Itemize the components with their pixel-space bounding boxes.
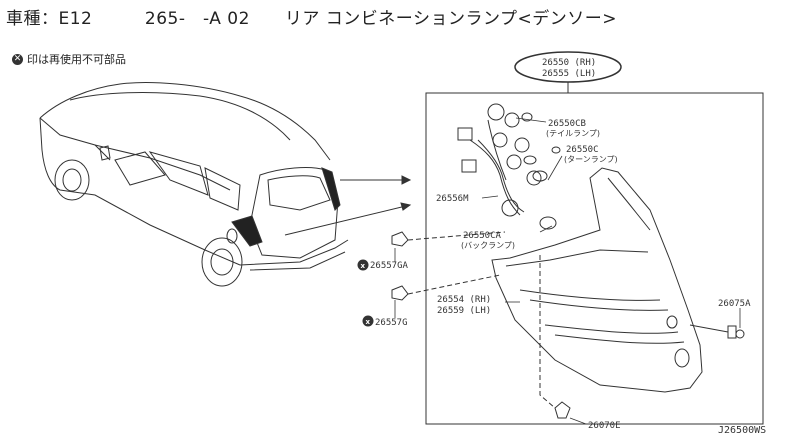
label-harness: 26556M [436, 194, 469, 204]
parts-box [425, 92, 764, 425]
svg-text:x: x [361, 262, 366, 270]
label-tail-bulb-name: (テイルランプ) [546, 129, 600, 138]
label-clip-g: 26557G [375, 318, 408, 328]
clip-illustration [391, 231, 571, 419]
vehicle-label: 車種：E12 [6, 9, 93, 29]
label-screw: 26075A [718, 299, 751, 309]
label-clip-bottom: 26070E [588, 421, 621, 431]
svg-text:x: x [366, 318, 371, 326]
screw-illustration [689, 324, 745, 339]
note-text: 印は再使用不可部品 [27, 53, 126, 66]
part-name: リア コンビネーションランプ<デンソー> [284, 9, 617, 29]
harness-illustration [457, 103, 561, 230]
diagram-header: 車種：E12 265- -A 02 リア コンビネーションランプ<デンソー> [6, 4, 617, 29]
lamp-lens-illustration [491, 167, 703, 393]
car-illustration [39, 82, 412, 287]
label-lens-lh: 26559 (LH) [437, 306, 491, 316]
label-backup-bulb-code: 26550CA [463, 231, 502, 241]
label-tail-bulb-code: 26550CB [548, 119, 586, 129]
label-turn-bulb-name: (ターンランプ) [564, 155, 618, 164]
non-reusable-icon: ✕ [12, 53, 23, 65]
label-backup-bulb-name: (バックランプ) [461, 241, 515, 250]
non-reusable-note: ✕ 印は再使用不可部品 [12, 51, 126, 67]
figure-id: J26500WS [718, 425, 766, 436]
part-code: 265- -A 02 [144, 9, 250, 29]
label-clip-ga: 26557GA [370, 261, 409, 271]
label-turn-bulb-code: 26550C [566, 145, 599, 155]
label-assembly-rh: 26550 (RH) [542, 58, 596, 68]
non-reusable-markers: x x [357, 259, 374, 327]
label-assembly-lh: 26555 (LH) [542, 69, 596, 79]
label-lens-rh: 26554 (RH) [437, 295, 491, 305]
